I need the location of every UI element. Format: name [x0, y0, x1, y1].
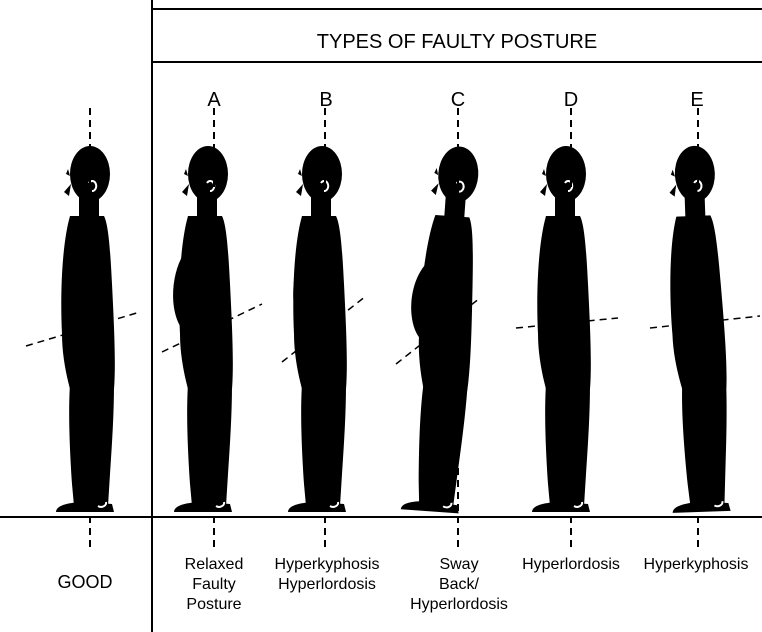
column-letter-a: A [194, 88, 234, 112]
column-letter-d: D [551, 88, 591, 112]
caption-good: GOOD [20, 572, 150, 592]
figure-a [162, 0, 262, 550]
caption-b: Hyperkyphosis Hyperlordosis [261, 555, 393, 595]
figure-good [26, 108, 140, 550]
figure-d [516, 108, 618, 550]
figure-b [282, 108, 366, 550]
figure-e [650, 108, 760, 550]
caption-e: Hyperkyphosis [630, 555, 762, 575]
column-letter-b: B [306, 88, 346, 112]
caption-d: Hyperlordosis [505, 555, 637, 575]
figure-c [396, 108, 485, 550]
column-letter-c: C [438, 88, 478, 112]
diagram-title: TYPES OF FAULTY POSTURE [152, 30, 762, 54]
column-letter-e: E [677, 88, 717, 112]
